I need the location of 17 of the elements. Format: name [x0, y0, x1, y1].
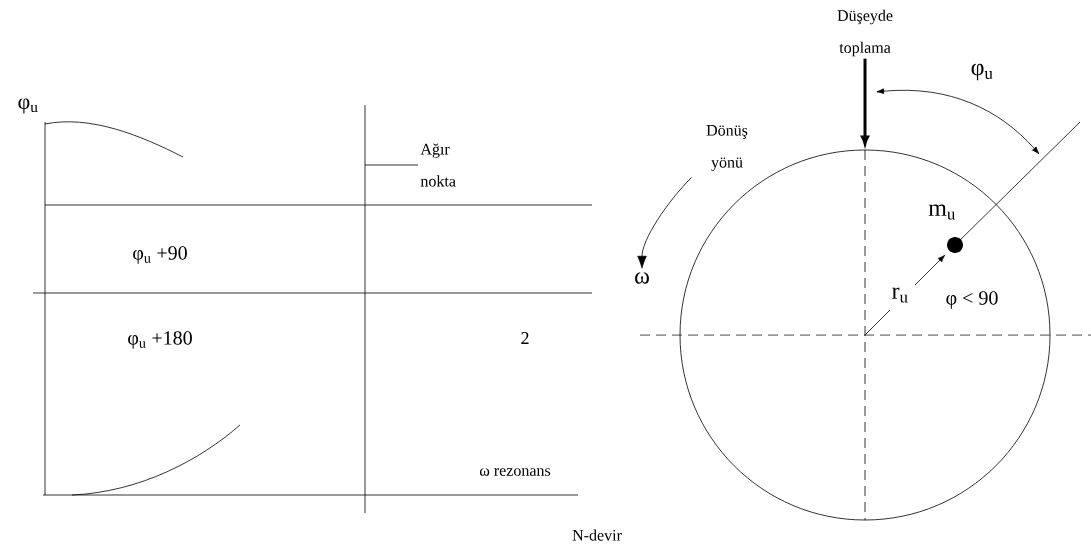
radius-label: r$_{u}$ — [892, 287, 908, 303]
heavy-point-label: Ağır nokta — [420, 143, 456, 187]
omega-symbol: ω — [635, 272, 649, 284]
curved-arrow — [637, 176, 692, 269]
label-symbol: φ$_{u}$ — [18, 98, 38, 114]
mass-label: m$_{u}$ — [928, 204, 955, 220]
angle-label: φ < 90 — [946, 291, 998, 309]
vertical-label: Düşeyde toplama — [837, 9, 893, 57]
angle-label: φ$_{u}$ — [971, 63, 993, 81]
row-label: φ$_{u}$ +180 — [128, 331, 192, 349]
rotor-circle — [679, 149, 1051, 521]
leader-line — [364, 164, 419, 166]
row-label: φ$_{u}$ +90 — [133, 246, 187, 264]
rotation-label: Dönüş yönü — [706, 125, 748, 171]
number-label: 2 — [521, 332, 529, 344]
axis-label: N-devir — [572, 529, 622, 541]
axis-label: ω rezonans — [479, 468, 551, 476]
